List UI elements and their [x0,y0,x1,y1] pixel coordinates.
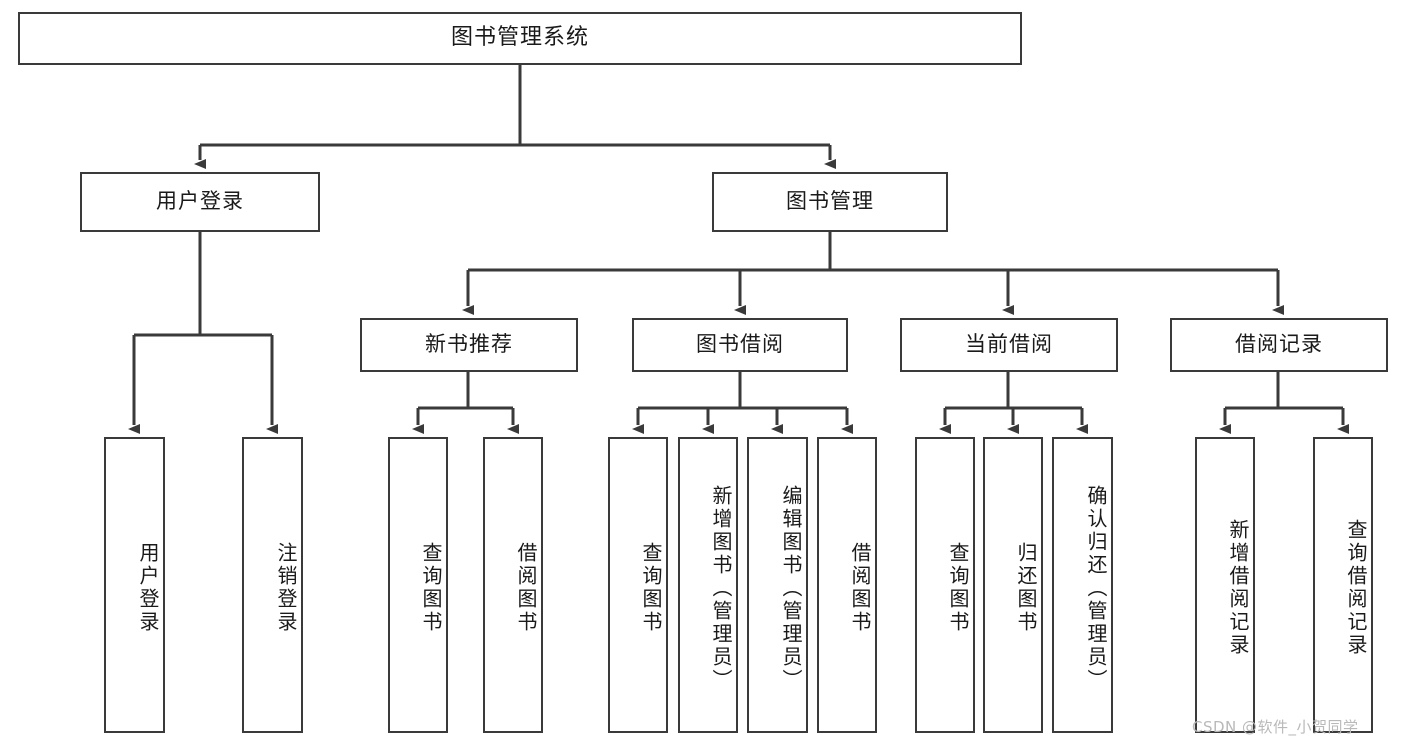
node-leaf-query-book-borrow[interactable]: 查询图书 [608,437,668,733]
node-leaf-label: 借阅图书 [848,542,872,634]
node-level2-book-management[interactable]: 图书管理 [712,172,948,232]
node-level2-user-login[interactable]: 用户登录 [80,172,320,232]
node-leaf-label: 新增借阅记录 [1226,519,1250,657]
node-leaf-label: 确认归还（管理员） [1084,484,1108,692]
node-leaf-label: 用户登录 [136,542,160,634]
node-leaf-borrow-book[interactable]: 借阅图书 [817,437,877,733]
node-leaf-user-login[interactable]: 用户登录 [104,437,165,733]
node-leaf-edit-book-admin[interactable]: 编辑图书（管理员） [747,437,808,733]
node-leaf-query-book-rec[interactable]: 查询图书 [388,437,448,733]
node-leaf-return-book[interactable]: 归还图书 [983,437,1043,733]
node-leaf-confirm-return-admin[interactable]: 确认归还（管理员） [1052,437,1113,733]
node-level3-new-book-recommend[interactable]: 新书推荐 [360,318,578,372]
node-level3-current-borrow[interactable]: 当前借阅 [900,318,1118,372]
node-leaf-label: 编辑图书（管理员） [779,484,803,692]
node-leaf-label: 新增图书（管理员） [709,484,733,692]
node-leaf-label: 归还图书 [1014,542,1038,634]
csdn-watermark: CSDN @软件_小贺同学 [1192,718,1359,736]
node-leaf-logout[interactable]: 注销登录 [242,437,303,733]
node-leaf-label: 查询图书 [639,542,663,634]
node-leaf-query-book-current[interactable]: 查询图书 [915,437,975,733]
node-leaf-add-book-admin[interactable]: 新增图书（管理员） [678,437,738,733]
node-level3-borrow-record[interactable]: 借阅记录 [1170,318,1388,372]
node-leaf-label: 查询借阅记录 [1344,519,1368,657]
node-leaf-add-borrow-record[interactable]: 新增借阅记录 [1195,437,1255,733]
node-leaf-label: 查询图书 [946,542,970,634]
node-leaf-label: 查询图书 [419,542,443,634]
node-level3-book-borrow[interactable]: 图书借阅 [632,318,848,372]
node-leaf-borrow-book-rec[interactable]: 借阅图书 [483,437,543,733]
node-leaf-label: 注销登录 [274,542,298,634]
node-leaf-label: 借阅图书 [514,542,538,634]
node-root[interactable]: 图书管理系统 [18,12,1022,65]
node-leaf-query-borrow-record[interactable]: 查询借阅记录 [1313,437,1373,733]
